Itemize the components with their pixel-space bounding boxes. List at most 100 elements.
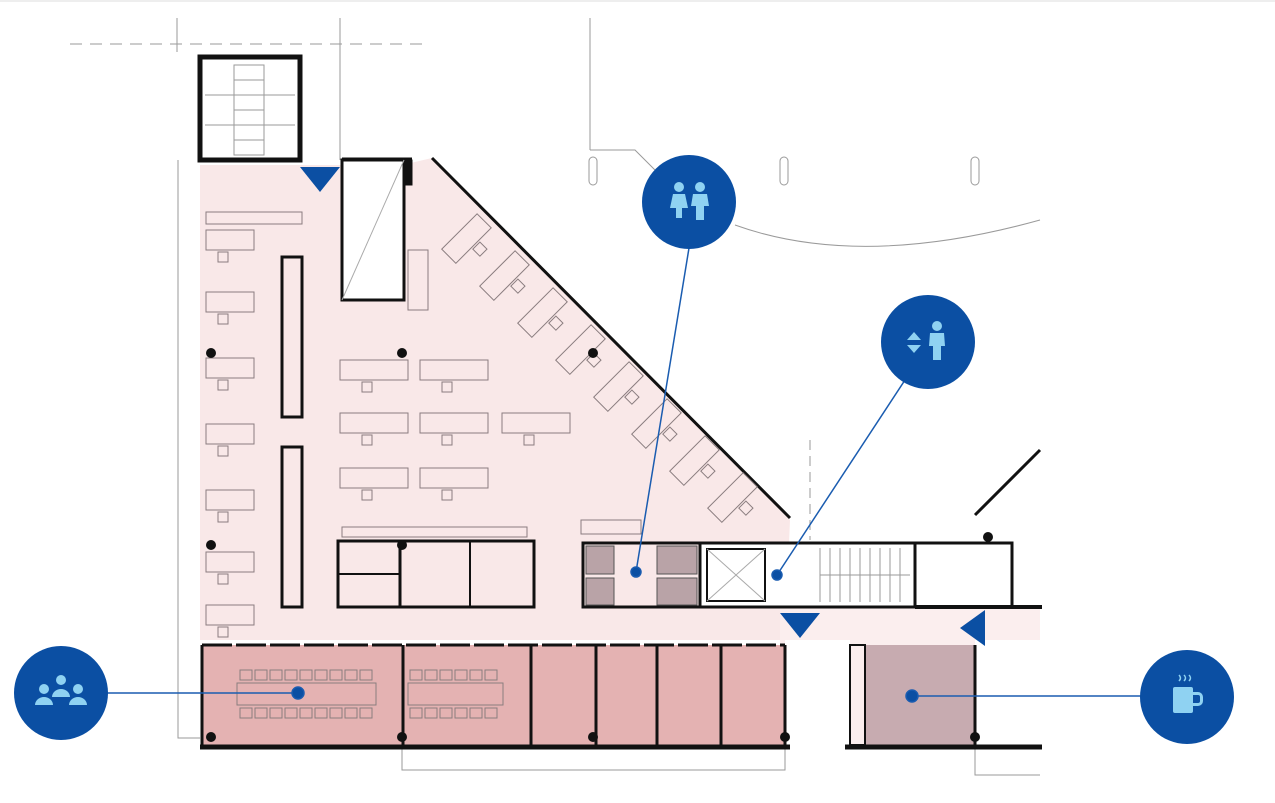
restroom-icon <box>670 182 709 220</box>
chair <box>441 434 453 446</box>
chair <box>269 669 283 681</box>
desk <box>631 398 682 449</box>
desk <box>205 229 255 251</box>
chair <box>217 626 229 638</box>
desk <box>517 287 568 338</box>
chair <box>299 669 313 681</box>
restroom-callout[interactable] <box>642 155 736 249</box>
chair <box>454 707 468 719</box>
leader-lines <box>107 247 1141 703</box>
diagonal-desk <box>441 213 492 264</box>
conference-table <box>236 682 377 706</box>
chair <box>217 379 229 391</box>
chair <box>314 707 328 719</box>
desk <box>669 435 720 486</box>
chair <box>359 669 373 681</box>
desk <box>339 467 409 489</box>
chair <box>424 707 438 719</box>
diagonal-desk <box>707 472 758 523</box>
column <box>206 540 216 550</box>
chair <box>314 669 328 681</box>
chair <box>217 313 229 325</box>
chair <box>217 573 229 585</box>
chair <box>239 669 253 681</box>
chair <box>441 489 453 501</box>
meeting-room-callout[interactable] <box>14 646 108 740</box>
entrance-north-marker <box>300 167 340 192</box>
entrance-core-marker <box>780 613 820 638</box>
restroom-cubicles <box>585 545 698 606</box>
chair <box>738 500 754 516</box>
column <box>206 732 216 742</box>
meeting-rooms-zone <box>202 645 785 745</box>
desk <box>205 423 255 445</box>
desk <box>419 467 489 489</box>
chair <box>284 707 298 719</box>
chair <box>409 707 423 719</box>
diagonal-desk <box>631 398 682 449</box>
desk <box>205 489 255 511</box>
chair <box>469 707 483 719</box>
desk <box>205 291 255 313</box>
diagonal-desk <box>593 361 644 412</box>
desk <box>441 213 492 264</box>
chair <box>361 489 373 501</box>
chair <box>424 669 438 681</box>
chair <box>361 381 373 393</box>
chair <box>329 707 343 719</box>
kitchen-zone <box>865 645 975 745</box>
diagonal-desk <box>479 250 530 301</box>
chair <box>523 434 535 446</box>
desk <box>555 324 606 375</box>
column <box>588 732 598 742</box>
desk <box>339 359 409 381</box>
diagonal-desk <box>517 287 568 338</box>
coffee-callout[interactable] <box>1140 650 1234 744</box>
chair <box>269 707 283 719</box>
chair <box>439 669 453 681</box>
chair <box>361 434 373 446</box>
chair <box>254 669 268 681</box>
chair <box>409 669 423 681</box>
elevator-icon <box>907 321 945 360</box>
desk <box>501 412 571 434</box>
desk <box>419 412 489 434</box>
chair <box>299 707 313 719</box>
entrances <box>300 167 985 646</box>
columns <box>206 348 993 742</box>
desk <box>205 604 255 626</box>
chair <box>439 707 453 719</box>
desk <box>479 250 530 301</box>
chair <box>548 315 564 331</box>
diagonal-desk <box>669 435 720 486</box>
column <box>397 348 407 358</box>
core-stairs <box>819 548 910 602</box>
coffee-icon <box>1173 674 1203 713</box>
chair <box>624 389 640 405</box>
chair <box>284 669 298 681</box>
chair <box>329 669 343 681</box>
chair <box>254 707 268 719</box>
column <box>206 348 216 358</box>
column <box>588 348 598 358</box>
site-context <box>70 18 1041 776</box>
column <box>780 732 790 742</box>
bench <box>341 526 528 538</box>
furniture <box>205 211 758 719</box>
column <box>397 540 407 550</box>
chair <box>662 426 678 442</box>
elevator-callout[interactable] <box>881 295 975 389</box>
conference-table <box>407 682 504 706</box>
chair <box>469 669 483 681</box>
desk <box>707 472 758 523</box>
chair <box>484 707 498 719</box>
desk <box>205 357 255 379</box>
chair <box>441 381 453 393</box>
chair <box>454 669 468 681</box>
chair <box>510 278 526 294</box>
chair <box>239 707 253 719</box>
desk <box>339 412 409 434</box>
chair <box>217 445 229 457</box>
column <box>970 732 980 742</box>
